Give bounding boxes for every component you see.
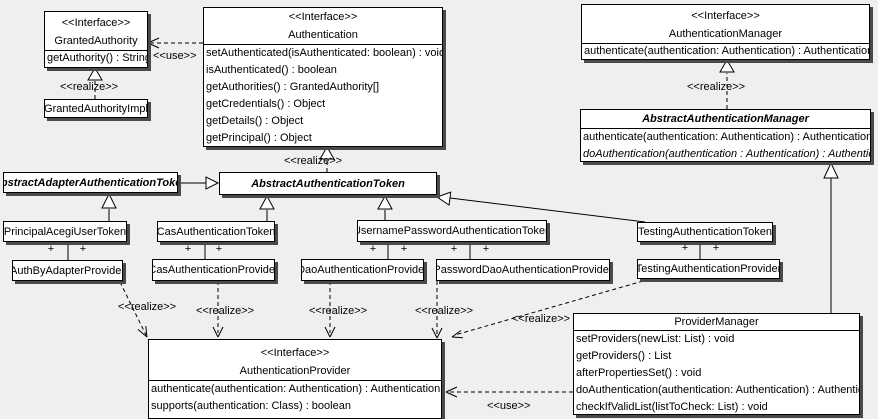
class-abstract-adapter-authentication-token[interactable]: AbstractAdapterAuthenticationToken [3, 172, 178, 193]
method-label: setAuthenticated(isAuthenticated: boolea… [206, 47, 443, 59]
realize-label: <<realize>> [415, 305, 474, 317]
association-plus-marker: + [400, 243, 408, 255]
realize-label: <<realize>> [512, 313, 571, 325]
association-plus-marker: + [482, 243, 490, 255]
method-label: getProviders() : List [576, 350, 672, 362]
stereotype-label: <<Interface>> [288, 11, 358, 23]
method-label: getCredentials() : Object [206, 98, 326, 110]
class-granted-authority-impl[interactable]: GrantedAuthorityImpl [44, 99, 148, 118]
class-name: AuthenticationManager [668, 28, 783, 40]
class-name: TestingAuthenticationProvider [637, 263, 780, 275]
method-label: checkIfValidList(listToCheck: List) : vo… [576, 401, 768, 413]
realize-label: <<realize>> [284, 155, 343, 167]
association-plus-marker: + [215, 243, 223, 255]
realize-label: <<realize>> [309, 305, 368, 317]
generalization-testingtoken [435, 191, 646, 223]
generalization-principalacegi [101, 192, 117, 221]
class-username-password-authentication-token[interactable]: UsernamePasswordAuthenticationToken [357, 220, 547, 242]
use-label: <<use>> [153, 50, 197, 62]
class-name: CasAuthenticationToken [157, 225, 275, 238]
method-label: supports(authentication: Class) : boolea… [151, 400, 351, 412]
class-testing-authentication-provider[interactable]: TestingAuthenticationProvider [637, 259, 780, 279]
method-label: doAuthentication(authentication: Authent… [576, 384, 860, 396]
class-authentication[interactable]: <<Interface>> Authentication setAuthenti… [203, 7, 443, 147]
association-plus-marker: + [681, 242, 689, 254]
class-name: GrantedAuthority [54, 35, 138, 47]
generalization-castoken [259, 194, 275, 221]
class-granted-authority[interactable]: <<Interface>> GrantedAuthority getAuthor… [44, 11, 148, 68]
class-authentication-manager[interactable]: <<Interface>> AuthenticationManager auth… [581, 4, 870, 60]
class-abstract-authentication-manager[interactable]: AbstractAuthenticationManager authentica… [580, 109, 871, 162]
class-name: TestingAuthenticationToken [638, 226, 772, 238]
method-label: getPrincipal() : Object [206, 132, 312, 144]
class-name: AbstractAdapterAuthenticationToken [3, 176, 177, 189]
method-label: getAuthority() : String [47, 52, 148, 64]
association-plus-marker: + [369, 243, 377, 255]
realize-label: <<realize>> [196, 305, 255, 317]
use-label: <<use>> [487, 400, 531, 412]
use-arrow-providermanager [445, 386, 573, 398]
class-name: UsernamePasswordAuthenticationToken [357, 225, 547, 237]
method-label: authenticate(authentication: Authenticat… [584, 45, 870, 57]
class-name: CasAuthenticationProvider [152, 264, 275, 276]
class-name: AuthenticationProvider [239, 365, 351, 377]
realize-label: <<realize>> [687, 81, 746, 93]
association-plus-marker: + [79, 243, 87, 255]
method-label: authenticate(authentication: Authenticat… [151, 383, 441, 395]
class-auth-by-adapter-provider[interactable]: AuthByAdapterProvider [12, 260, 123, 281]
class-name: Authentication [288, 29, 358, 41]
generalization-usernamepasswordtoken [377, 194, 393, 220]
generalization-abstractadapter-to-abstracttoken [178, 176, 220, 190]
class-cas-authentication-token[interactable]: CasAuthenticationToken [157, 221, 275, 242]
stereotype-label: <<Interface>> [691, 10, 760, 22]
class-name: AbstractAuthenticationToken [251, 177, 405, 190]
class-cas-authentication-provider[interactable]: CasAuthenticationProvider [152, 259, 275, 281]
class-name: AuthByAdapterProvider [12, 264, 123, 277]
association-plus-marker: + [47, 243, 55, 255]
class-name: GrantedAuthorityImpl [44, 102, 148, 115]
class-name: AbstractAuthenticationManager [642, 113, 809, 125]
class-authentication-provider[interactable]: <<Interface>> AuthenticationProvider aut… [148, 339, 442, 419]
association-plus-marker: + [184, 243, 192, 255]
association-plus-marker: + [712, 242, 720, 254]
realize-label: <<realize>> [60, 81, 119, 93]
realize-label: <<realize>> [118, 301, 177, 313]
class-abstract-authentication-token[interactable]: AbstractAuthenticationToken [219, 172, 437, 195]
class-dao-authentication-provider[interactable]: DaoAuthenticationProvider [301, 259, 424, 281]
generalization-providermanager [823, 161, 839, 313]
class-name: PrincipalAcegiUserToken [3, 225, 127, 238]
method-label: authenticate(authentication: Authenticat… [583, 131, 871, 143]
class-name: PasswordDaoAuthenticationProvider [436, 264, 610, 276]
method-label: setProviders(newList: List) : void [576, 333, 735, 345]
method-label: isAuthenticated() : boolean [206, 64, 337, 76]
association-plus-marker: + [450, 243, 458, 255]
class-principal-acegi-user-token[interactable]: PrincipalAcegiUserToken [3, 221, 127, 242]
stereotype-label: <<Interface>> [61, 17, 131, 29]
use-arrow-authentication-grantedauthority [147, 37, 203, 49]
method-label: doAuthentication(authentication : Authen… [583, 148, 871, 160]
class-name: ProviderManager [674, 316, 759, 328]
class-testing-authentication-token[interactable]: TestingAuthenticationToken [637, 222, 773, 242]
method-label: afterPropertiesSet() : void [576, 367, 702, 379]
method-label: getDetails() : Object [206, 115, 304, 127]
stereotype-label: <<Interface>> [260, 347, 330, 359]
class-provider-manager[interactable]: ProviderManager setProviders(newList: Li… [573, 313, 860, 415]
class-password-dao-authentication-provider[interactable]: PasswordDaoAuthenticationProvider [436, 259, 610, 281]
class-name: DaoAuthenticationProvider [301, 264, 424, 276]
method-label: getAuthorities() : GrantedAuthority[] [206, 81, 380, 93]
